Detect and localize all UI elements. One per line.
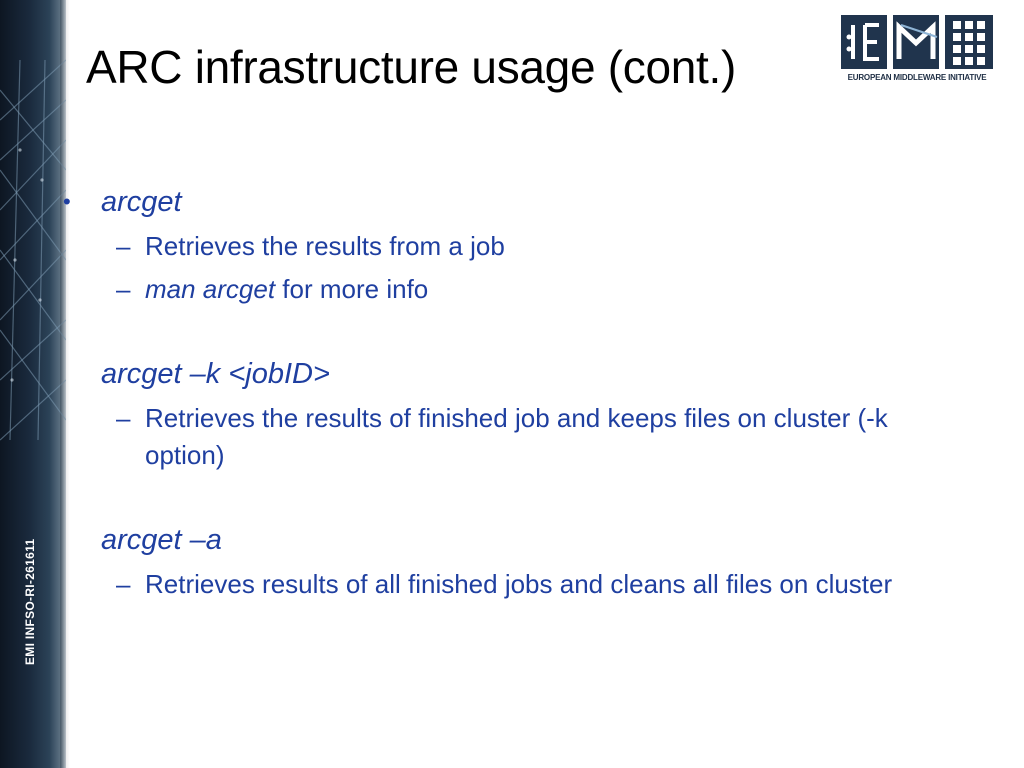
slide-title: ARC infrastructure usage (cont.) xyxy=(86,41,736,93)
sub-item-text: Retrieves results of all finished jobs a… xyxy=(145,569,893,599)
grid-pattern-graphic xyxy=(0,59,66,441)
sub-item-text: Retrieves the results of finished job an… xyxy=(145,403,888,470)
sub-item: – Retrieves results of all finished jobs… xyxy=(60,566,964,603)
sub-item: – Retrieves the results from a job xyxy=(60,228,964,265)
sub-item: – man arcget for more info xyxy=(60,271,964,308)
footer-code: EMI INFSO-RI-261611 xyxy=(23,538,37,665)
logo-caption: EUROPEAN MIDDLEWARE INITIATIVE xyxy=(847,73,987,82)
command-arcget-k: arcget –k <jobID> xyxy=(60,354,964,394)
command-label: arcget –k <jobID> xyxy=(101,358,330,390)
slide-content: • arcget – Retrieves the results from a … xyxy=(60,182,964,603)
bullet-arcget: • arcget xyxy=(60,182,964,222)
dash-marker: – xyxy=(116,274,131,304)
sub-item-text: Retrieves the results from a job xyxy=(145,231,505,261)
dash-marker: – xyxy=(116,569,131,599)
emi-logo xyxy=(841,15,993,69)
sub-item: – Retrieves the results of finished job … xyxy=(60,400,964,474)
sidebar-shadow xyxy=(60,0,70,768)
command-label: arcget –a xyxy=(101,524,222,556)
sub-item-text: for more info xyxy=(275,274,429,304)
dash-marker: – xyxy=(116,231,131,261)
decorative-sidebar xyxy=(0,0,66,768)
sub-item-italic-text: man arcget xyxy=(145,274,276,304)
command-label: arcget xyxy=(101,186,182,218)
bullet-marker: • xyxy=(63,189,71,214)
command-arcget-a: arcget –a xyxy=(60,520,964,560)
dash-marker: – xyxy=(116,403,131,433)
